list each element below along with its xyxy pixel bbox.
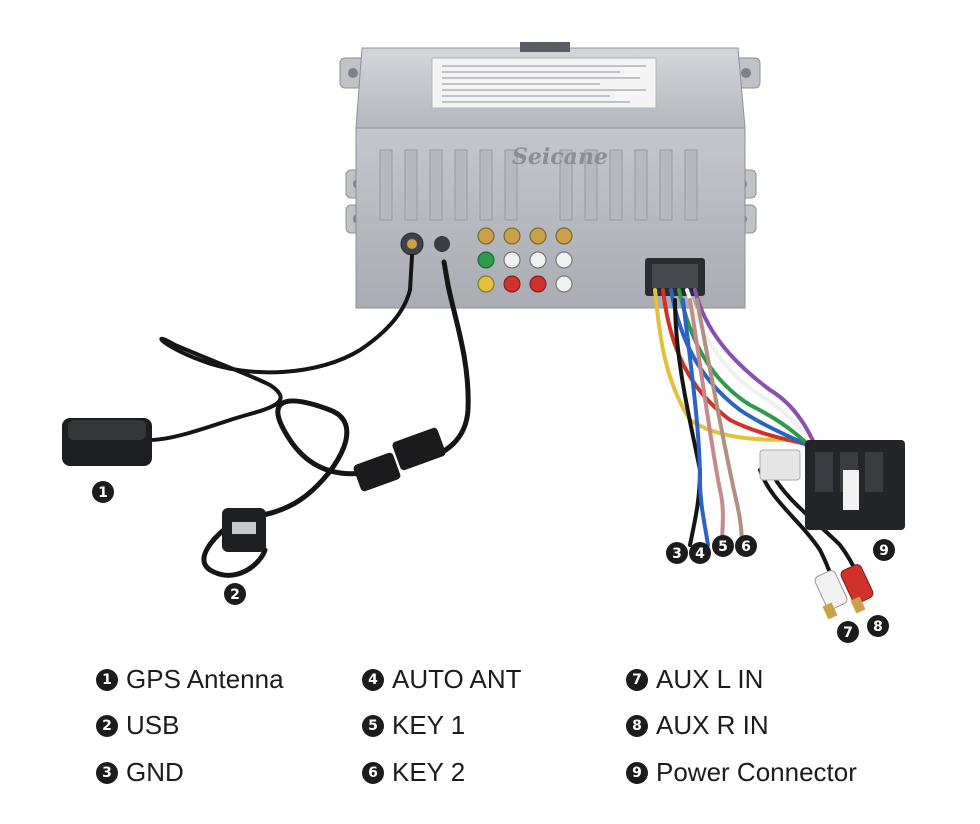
heatsink-fins — [379, 149, 698, 221]
legend-number: 9 — [626, 761, 648, 784]
legend-item-aux-r-in: 8 AUX R IN — [626, 710, 769, 741]
callout-7: 7 — [837, 621, 859, 643]
legend-number: 5 — [362, 714, 384, 737]
callout-5: 5 — [712, 535, 734, 557]
svg-text:8: 8 — [873, 619, 883, 635]
svg-text:3: 3 — [672, 546, 682, 562]
legend-label: GPS Antenna — [126, 664, 284, 694]
svg-text:7: 7 — [843, 625, 853, 641]
legend-item-power-connector: 9 Power Connector — [626, 757, 857, 788]
power-connector-block — [759, 440, 905, 530]
legend-item-usb: 2 USB — [96, 710, 179, 741]
legend-label: AUTO ANT — [392, 664, 522, 694]
usb-plug — [353, 427, 446, 492]
legend-number: 6 — [362, 761, 384, 784]
callout-6: 6 — [735, 535, 757, 557]
specification-sticker — [431, 57, 657, 109]
legend-label: AUX R IN — [656, 710, 769, 740]
legend-item-gnd: 3 GND — [96, 757, 184, 788]
legend-item-auto-ant: 4 AUTO ANT — [362, 664, 522, 695]
legend-label: USB — [126, 710, 180, 740]
rca-jack-panel — [477, 227, 573, 293]
legend-item-aux-l-in: 7 AUX L IN — [626, 664, 763, 695]
callout-2: 2 — [224, 583, 246, 605]
legend-item-key-2: 6 KEY 2 — [362, 757, 465, 788]
callout-1: 1 — [92, 481, 114, 503]
svg-text:2: 2 — [230, 587, 240, 603]
power-socket — [645, 258, 705, 296]
legend-label: KEY 2 — [392, 757, 466, 787]
top-clip — [520, 42, 570, 52]
legend-number: 7 — [626, 668, 648, 691]
svg-text:6: 6 — [741, 539, 751, 555]
legend-label: GND — [126, 757, 184, 787]
svg-text:5: 5 — [718, 539, 728, 555]
brand-logo: Seicane — [512, 144, 608, 170]
gps-antenna-cable — [148, 254, 414, 442]
svg-text:4: 4 — [695, 546, 705, 562]
callout-3: 3 — [666, 542, 688, 564]
callout-4: 4 — [689, 542, 711, 564]
usb-socket — [222, 508, 266, 552]
legend-number: 1 — [96, 668, 118, 691]
callout-8: 8 — [867, 615, 889, 637]
antenna-port — [400, 232, 450, 256]
svg-text:9: 9 — [879, 543, 889, 559]
gps-antenna-module — [62, 418, 152, 466]
legend-label: KEY 1 — [392, 710, 466, 740]
callout-9: 9 — [873, 539, 895, 561]
legend-item-key-1: 5 KEY 1 — [362, 710, 465, 741]
legend-item-gps-antenna: 1 GPS Antenna — [96, 664, 284, 695]
legend-number: 8 — [626, 714, 648, 737]
svg-text:1: 1 — [98, 485, 108, 501]
legend-label: AUX L IN — [656, 664, 764, 694]
aux-rca-plugs — [814, 564, 874, 620]
legend-label: Power Connector — [656, 757, 857, 787]
legend-number: 2 — [96, 714, 118, 737]
legend-number: 3 — [96, 761, 118, 784]
legend-number: 4 — [362, 668, 384, 691]
